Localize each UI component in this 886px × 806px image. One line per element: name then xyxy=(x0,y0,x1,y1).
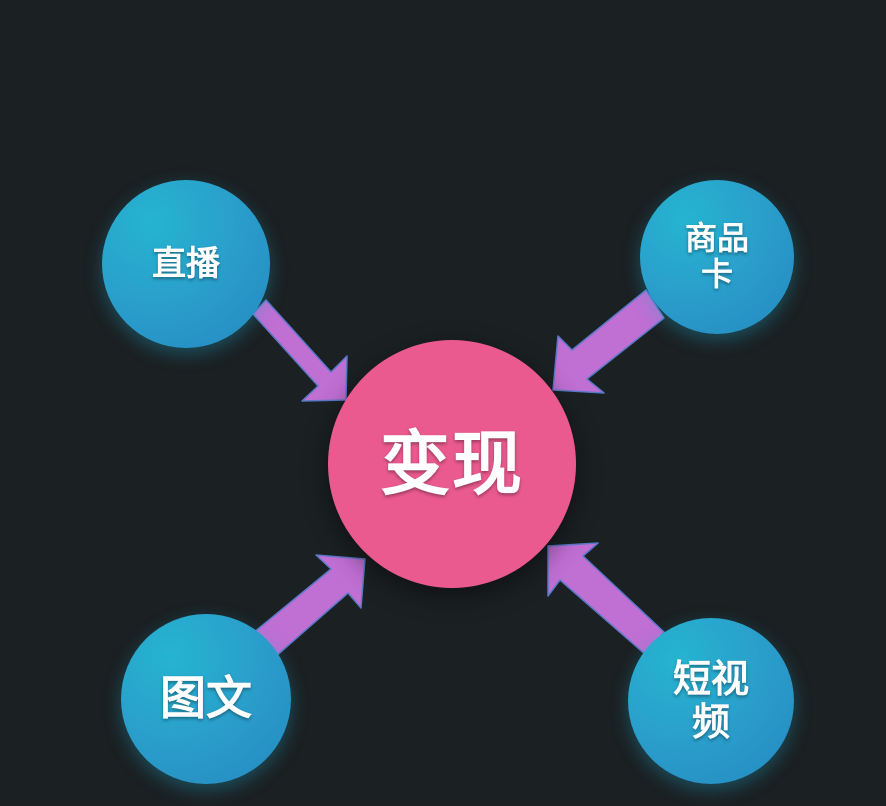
arrow-live-to-center xyxy=(252,299,348,402)
arrow-video-to-center xyxy=(547,542,665,656)
arrow-card-to-center xyxy=(552,289,665,394)
node-live-label: 直播 xyxy=(152,243,220,284)
node-product-card: 商品卡 xyxy=(640,180,794,334)
node-product-card-label: 商品卡 xyxy=(684,219,749,293)
node-image-text-label: 图文 xyxy=(160,671,252,726)
node-short-video: 短视频 xyxy=(628,618,794,784)
center-node-monetization: 变现 xyxy=(328,340,576,588)
node-live: 直播 xyxy=(102,180,270,348)
center-node-label: 变现 xyxy=(380,422,524,505)
node-image-text: 图文 xyxy=(121,614,291,784)
node-short-video-label: 短视频 xyxy=(672,657,749,744)
arrow-text-to-center xyxy=(252,554,366,658)
